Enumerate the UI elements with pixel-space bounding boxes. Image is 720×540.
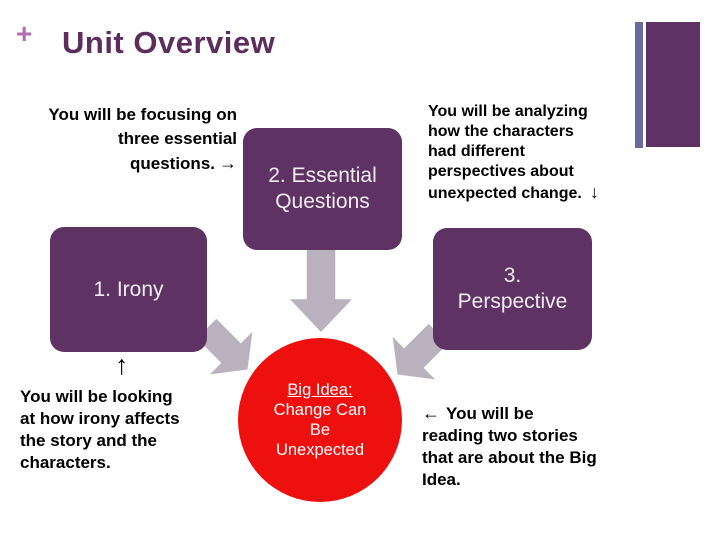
note-line: questions.→ [22, 151, 237, 176]
note-line: how the characters [428, 123, 574, 140]
note-line-text: questions. [129, 154, 215, 173]
box-essential-questions: 2. Essential Questions [243, 128, 402, 250]
note-line-text: You will be [446, 404, 534, 423]
right-arrow-icon: → [219, 153, 237, 173]
note-analyzing: You will be analyzing how the characters… [428, 102, 599, 204]
decorative-bar-purple [646, 22, 700, 147]
page-title: Unit Overview [62, 25, 276, 60]
note-line-text: unexpected change. [428, 185, 582, 202]
note-line: perspectives about [428, 163, 574, 180]
box-irony: 1. Irony [50, 227, 207, 352]
decorative-bar-slate [635, 22, 643, 148]
big-idea-line: Change Can [273, 401, 367, 419]
up-arrow-icon: ↑ [115, 350, 129, 380]
box-label: 2. Essential [268, 164, 377, 187]
plus-bullet-icon: + [16, 18, 33, 49]
note-reading: ← You will be reading two stories that ar… [422, 402, 597, 491]
note-line: at how irony affects [20, 409, 180, 428]
left-arrow-icon: ← [422, 403, 440, 423]
big-idea-line: Be [309, 421, 331, 439]
box-perspective: 3. Perspective [433, 228, 592, 350]
box-label: 1. Irony [93, 277, 164, 301]
note-line: Idea. [422, 470, 461, 489]
box-label: Questions [275, 190, 370, 213]
note-line: You will be focusing on [48, 105, 237, 124]
note-line: reading two stories [422, 426, 578, 445]
box-label: 3. [503, 264, 522, 287]
note-line: You will be looking [20, 387, 173, 406]
down-arrow-icon: ↓ [589, 182, 599, 202]
box-label: Perspective [457, 290, 568, 313]
big-idea-line: Unexpected [275, 441, 365, 459]
note-line: ← You will be [422, 402, 597, 425]
big-idea-circle: Big Idea: Change Can Be Unexpected [238, 338, 402, 502]
note-irony: You will be looking at how irony affects… [20, 386, 180, 474]
note-line: You will be analyzing [428, 103, 588, 120]
down-block-arrow [290, 250, 352, 332]
note-line: that are about the Big [422, 448, 597, 467]
note-line: had different [428, 143, 525, 160]
big-idea-heading: Big Idea: [287, 381, 353, 399]
note-line: unexpected change. ↓ [428, 182, 599, 204]
note-line: characters. [20, 453, 111, 472]
note-line: the story and the [20, 431, 157, 450]
note-focusing: You will be focusing on three essential … [22, 103, 237, 176]
note-line: three essential [117, 129, 237, 148]
